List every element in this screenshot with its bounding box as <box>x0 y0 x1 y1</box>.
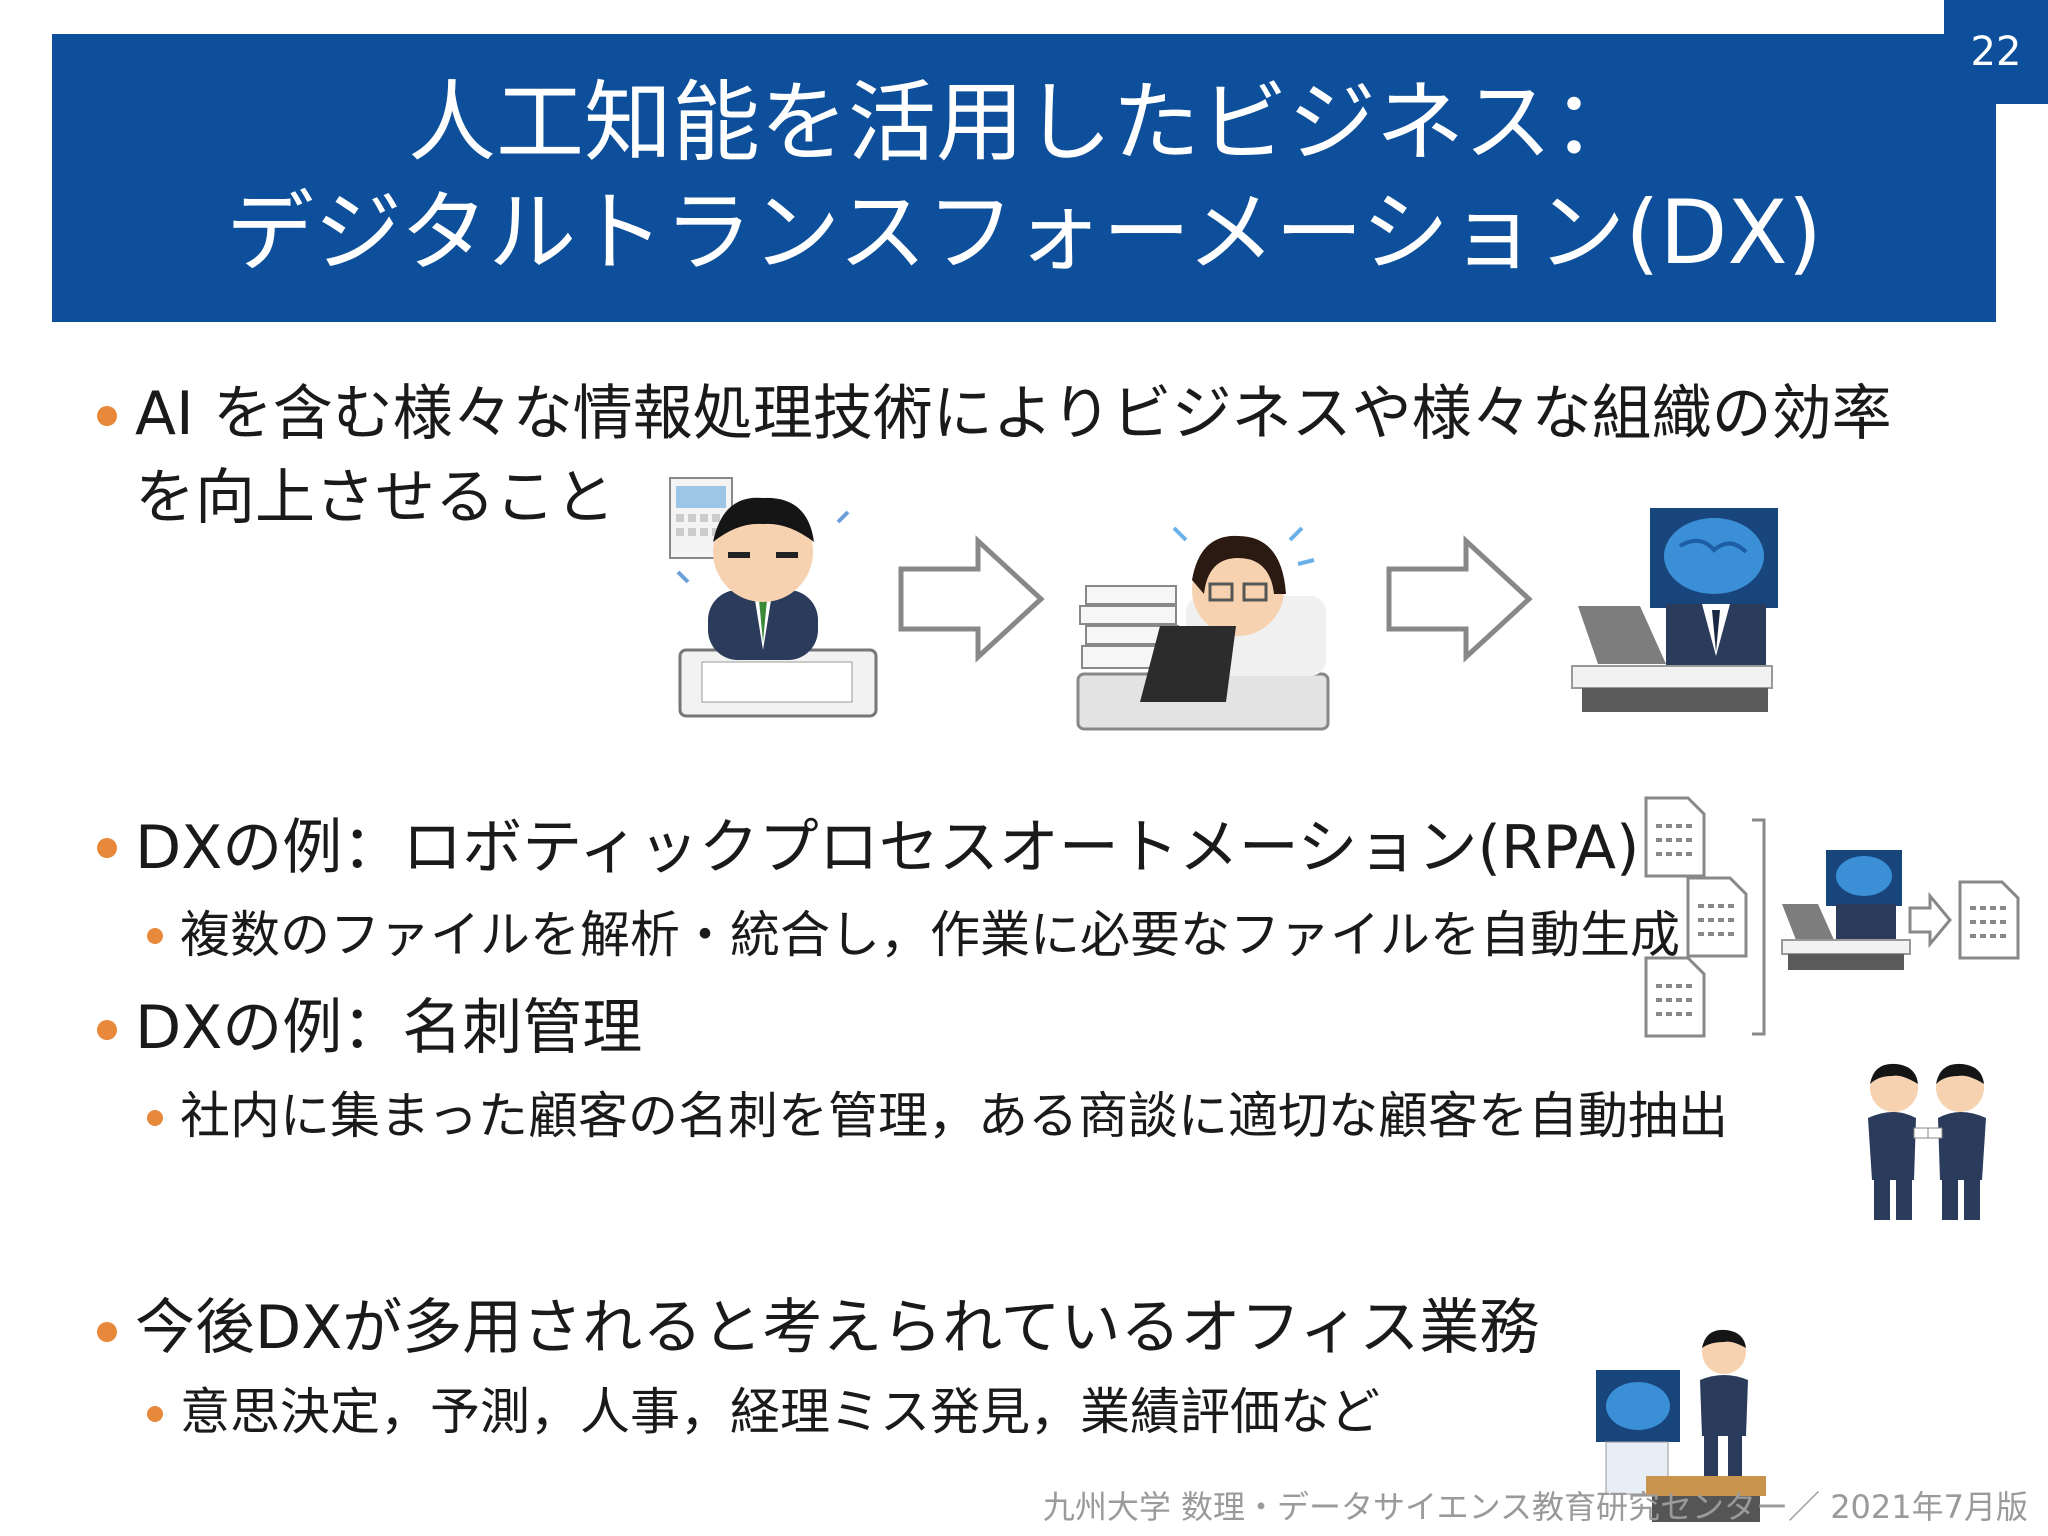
bullet-3-text: DXの例：名刺管理 <box>135 993 643 1063</box>
overworked-worker-laptop-icon <box>1076 526 1330 731</box>
bullet-4-sub-text: 意思決定，予測，人事，経理ミス発見，業績評価など <box>180 1383 1380 1441</box>
bullet-1: AI を含む様々な情報処理技術によりビジネスや様々な組織の効率 を向上させること <box>135 372 2015 540</box>
sub-bullet-dot <box>147 928 163 944</box>
footer-credit: 九州大学 数理・データサイエンス教育研究センター／ 2021年7月版 <box>1042 1488 2028 1526</box>
bullet-1-line-1: AI を含む様々な情報処理技術によりビジネスや様々な組織の効率 <box>135 379 1892 449</box>
title-bar <box>52 34 1996 322</box>
ai-brain-worker-icon <box>1571 508 1778 712</box>
bullet-3: DXの例：名刺管理 <box>135 986 2015 1070</box>
slide-title: 人工知能を活用したビジネス： デジタルトランスフォーメーション(DX) <box>52 34 1996 322</box>
bullet-2-sub: 複数のファイルを解析・統合し，作業に必要なファイルを自動生成 <box>180 903 1680 967</box>
title-line-2: デジタルトランスフォーメーション(DX) <box>226 181 1822 284</box>
bullet-1-line-2: を向上させること <box>135 463 615 533</box>
bullet-4-sub: 意思決定，予測，人事，経理ミス発見，業績評価など <box>180 1380 1380 1444</box>
title-line-1: 人工知能を活用したビジネス： <box>407 71 1640 174</box>
rpa-documents-icon <box>1644 796 2020 1038</box>
arrow-right-icon <box>898 535 1045 663</box>
bullet-dot <box>97 1020 117 1040</box>
bullet-dot <box>97 406 117 426</box>
bullet-dot <box>97 1322 117 1342</box>
bullet-4: 今後DXが多用されると考えられているオフィス業務 <box>135 1286 2015 1370</box>
sub-bullet-dot <box>147 1110 163 1126</box>
sub-bullet-dot <box>147 1406 163 1422</box>
business-card-exchange-icon <box>1868 1063 1986 1220</box>
bullet-3-sub-text: 社内に集まった顧客の名刺を管理，ある商談に適切な顧客を自動抽出 <box>180 1087 1728 1145</box>
page-number: 22 <box>1944 0 2048 104</box>
bullet-3-sub: 社内に集まった顧客の名刺を管理，ある商談に適切な顧客を自動抽出 <box>180 1084 1728 1148</box>
arrow-right-icon <box>1386 535 1533 663</box>
bullet-2: DXの例：ロボティックプロセスオートメーション(RPA) <box>135 806 2015 890</box>
bullet-2-text: DXの例：ロボティックプロセスオートメーション(RPA) <box>135 813 1640 883</box>
bullet-4-text: 今後DXが多用されると考えられているオフィス業務 <box>135 1293 1540 1363</box>
busy-worker-icon <box>669 477 878 718</box>
ai-interview-icon <box>1596 1329 1766 1522</box>
bullet-2-sub-text: 複数のファイルを解析・統合し，作業に必要なファイルを自動生成 <box>180 906 1680 964</box>
bullet-dot <box>97 838 117 858</box>
